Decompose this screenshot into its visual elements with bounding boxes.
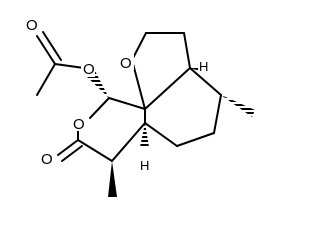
bond-c11-o-furan bbox=[131, 59, 146, 110]
bond-c11b-c11 bbox=[108, 97, 146, 110]
bond-acetyl-methyl bbox=[36, 63, 56, 96]
bond-ch2-c3a bbox=[183, 32, 191, 69]
atom-o-ring-furan: O bbox=[120, 55, 132, 72]
bond-acetyl-carbonyl-1 bbox=[36, 35, 56, 65]
molecule-diagram: O O O O O H H bbox=[26, 17, 255, 197]
bond-c9-o-carbonyl-1 bbox=[57, 139, 79, 156]
bond-c4-c5 bbox=[213, 94, 222, 134]
hashed-wedge-methyl-c4 bbox=[221, 95, 255, 117]
atom-o-ring-lactone: O bbox=[73, 116, 85, 133]
bond-c5-c6 bbox=[176, 132, 215, 147]
bond-o-furan-ch2 bbox=[131, 32, 147, 61]
bond-c3a-c4 bbox=[189, 67, 222, 96]
atom-h-bottom: H bbox=[140, 158, 149, 173]
bond-acetyl-carbonyl-2 bbox=[42, 31, 62, 61]
hashed-wedge-h-bottom bbox=[140, 123, 149, 147]
bond-c11b-o-lactone bbox=[89, 97, 110, 119]
atom-o-carbonyl-acetyl: O bbox=[26, 17, 38, 34]
bond-c6-c7 bbox=[144, 122, 178, 147]
bond-c9-c8 bbox=[77, 139, 113, 162]
atom-h-top: H bbox=[199, 59, 208, 74]
atom-o-carbonyl-lactone: O bbox=[41, 151, 53, 168]
bond-c3a-c11 bbox=[144, 67, 191, 110]
bond-acetyl-ester bbox=[54, 63, 85, 69]
bond-c9-o-carbonyl-2 bbox=[61, 145, 83, 162]
bold-wedge-methyl-c8 bbox=[108, 161, 117, 197]
atom-o-ester-acetoxy: O bbox=[83, 61, 95, 78]
bond-c8-c7 bbox=[111, 122, 146, 162]
